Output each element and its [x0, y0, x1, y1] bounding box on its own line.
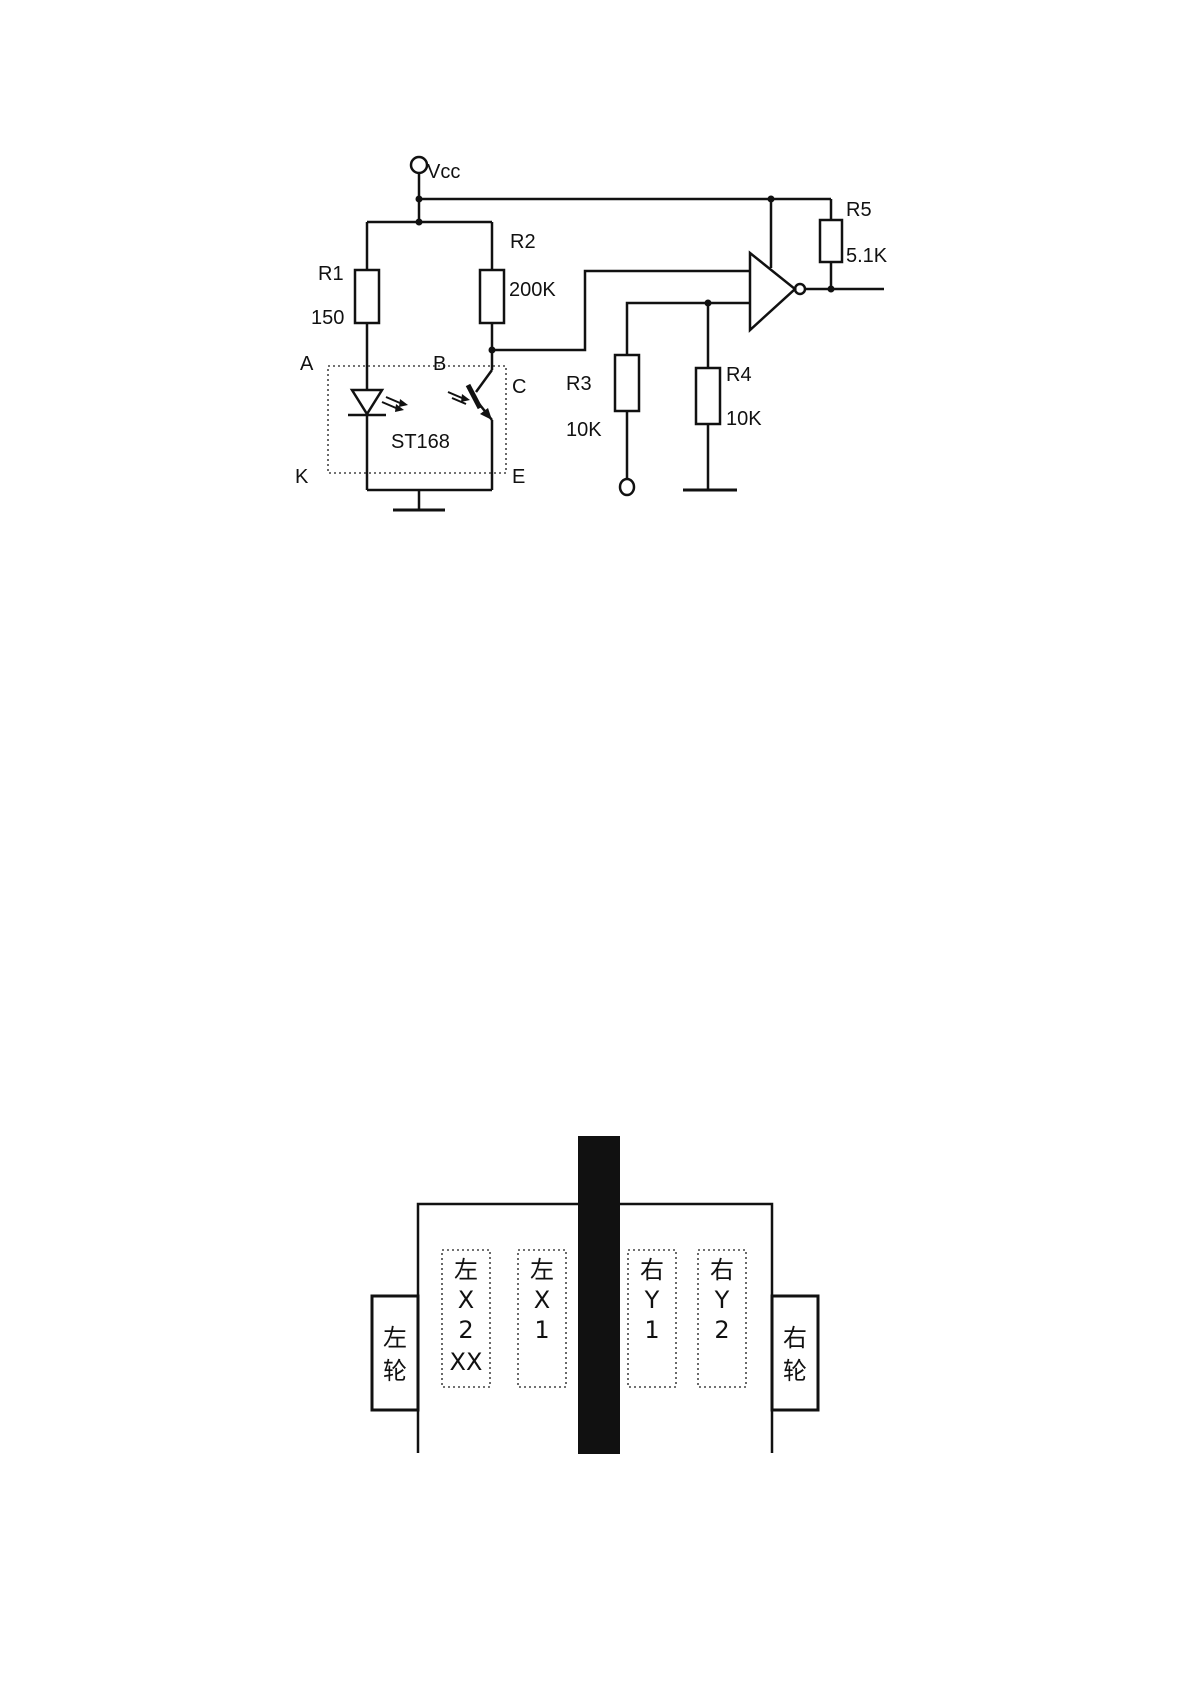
sensor-x2-line: X [458, 1286, 474, 1314]
pin-b: B [433, 353, 446, 375]
sensor-x2-line: 2 [458, 1316, 473, 1344]
left-wheel-label-2: 轮 [383, 1357, 407, 1385]
r4-name: R4 [726, 364, 752, 386]
sensor-x1-line: X [534, 1286, 550, 1314]
resistor-r4 [694, 366, 722, 426]
right-wheel-label-1: 右 [783, 1324, 807, 1352]
resistor-r3 [613, 353, 641, 413]
sensor-x2-line: XX [450, 1348, 483, 1376]
circuit-diagram: Vcc R1 150 R2 200K A B C K E ST168 [295, 155, 888, 512]
sensor-y1-line: Y [644, 1286, 660, 1314]
sensor-y1-line: 1 [644, 1316, 659, 1344]
r3-name: R3 [566, 373, 592, 395]
r3-value: 10K [566, 419, 602, 441]
r5-name: R5 [846, 199, 872, 221]
led-symbol [349, 388, 385, 417]
track-line [578, 1136, 620, 1454]
resistor-r1 [353, 268, 381, 325]
r3-terminal [618, 477, 636, 497]
left-wheel [370, 1294, 420, 1412]
sensor-box [327, 365, 507, 474]
sensor-y1-line: 右 [640, 1256, 664, 1284]
sensor-y2-line: Y [714, 1286, 730, 1314]
right-wheel-label-2: 轮 [783, 1357, 807, 1385]
resistor-r5 [818, 218, 844, 264]
wire [492, 269, 750, 352]
sensor-y1-box [627, 1249, 677, 1388]
vcc-label: Vcc [427, 161, 460, 183]
comparator-symbol [748, 250, 797, 333]
sensor-y2-line: 2 [714, 1316, 729, 1344]
r5-value: 5.1K [846, 245, 888, 267]
wire [625, 301, 750, 355]
r1-value: 150 [311, 307, 344, 329]
right-wheel [770, 1294, 820, 1412]
junction-dot [415, 195, 423, 203]
junction-dot [415, 218, 423, 226]
sensor-x1-line: 1 [534, 1316, 549, 1344]
r2-value: 200K [509, 279, 556, 301]
led-emission-arrows [381, 396, 408, 412]
r2-name: R2 [510, 231, 536, 253]
sensor-x2-box [441, 1249, 491, 1388]
pin-k: K [295, 466, 309, 488]
r1-name: R1 [318, 263, 344, 285]
vcc-terminal [409, 155, 429, 175]
resistor-r2 [478, 268, 506, 325]
left-wheel-label-1: 左 [383, 1324, 407, 1352]
phototransistor-symbol [447, 350, 494, 490]
pin-c: C [512, 376, 526, 398]
r4-value: 10K [726, 408, 762, 430]
sensor-x2-line: 左 [454, 1256, 478, 1284]
sensor-label: ST168 [391, 431, 450, 453]
pin-e: E [512, 466, 525, 488]
sensor-y2-line: 右 [710, 1256, 734, 1284]
sensor-y2-box [697, 1249, 747, 1388]
pin-a: A [300, 353, 314, 375]
sensor-x1-line: 左 [530, 1256, 554, 1284]
sensor-x1-box [517, 1249, 567, 1388]
sensor-layout-diagram: 左 轮 右 轮 左 X 2 XX 左 X 1 右 Y 1 右 Y 2 [370, 1136, 820, 1454]
